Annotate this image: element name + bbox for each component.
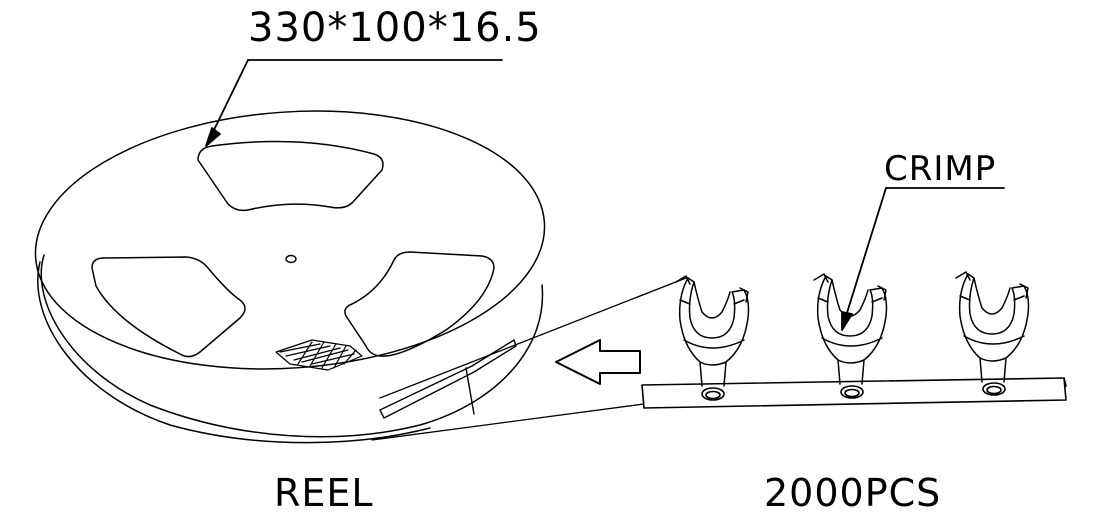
crimp-terminal-1 (676, 276, 749, 386)
reel-top-flange (27, 95, 554, 386)
dimension-label: 330*100*16.5 (248, 5, 542, 51)
projection-lines (372, 278, 686, 440)
crimp-terminal-3 (956, 272, 1029, 382)
reel-label: REEL (274, 471, 374, 515)
reel-bottom-flange (38, 255, 543, 443)
feed-direction-arrow (556, 340, 640, 384)
crimp-leader (842, 188, 1004, 330)
quantity-label: 2000PCS (764, 471, 942, 515)
dimension-leader (206, 60, 502, 146)
tape-leader (380, 340, 516, 418)
reel-windows (92, 142, 494, 357)
reel-label-hatch (276, 340, 362, 370)
carrier-strip (642, 378, 1066, 408)
crimp-label: CRIMP (884, 149, 997, 189)
reel-hub (286, 256, 296, 263)
crimp-terminal-2 (814, 274, 887, 384)
